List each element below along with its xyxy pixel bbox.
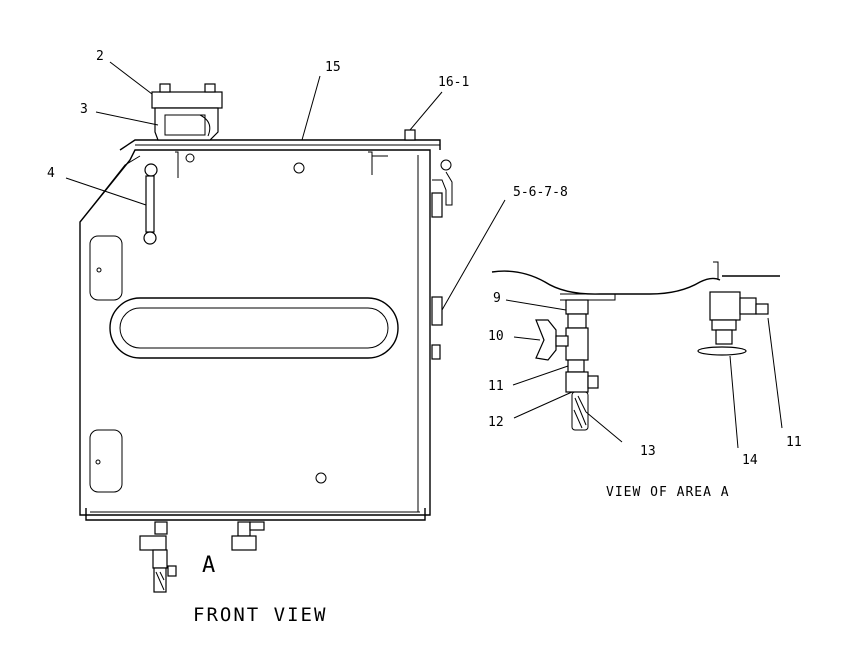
tank-body <box>79 149 453 521</box>
drain-valve-assembly <box>139 521 265 593</box>
callout-9: 9 <box>493 291 501 306</box>
front-leaders <box>65 61 506 311</box>
callout-5-6-7-8: 5-6-7-8 <box>513 185 568 200</box>
sight-gauge <box>143 163 158 245</box>
callout-11-right: 11 <box>786 435 802 450</box>
callout-12: 12 <box>488 415 504 430</box>
top-cover-plate <box>119 129 441 178</box>
area-a-marker: A <box>202 553 215 578</box>
callout-2: 2 <box>96 49 104 64</box>
detail-view-caption: VIEW OF AREA A <box>606 485 730 500</box>
front-view-title: FRONT VIEW <box>193 604 327 626</box>
filler-cap-assembly <box>151 83 223 141</box>
callout-10: 10 <box>488 329 504 344</box>
callout-4: 4 <box>47 166 55 181</box>
callout-14: 14 <box>742 453 758 468</box>
detail-leaders <box>505 299 783 449</box>
detail-fuel-valve <box>697 291 769 356</box>
callout-3: 3 <box>80 102 88 117</box>
callout-labels: 2 3 4 15 16-1 5-6-7-8 9 10 11 12 13 14 1… <box>47 49 802 468</box>
callout-13: 13 <box>640 444 656 459</box>
callout-11-left: 11 <box>488 379 504 394</box>
callout-16-1: 16-1 <box>438 75 469 90</box>
detail-drain-assembly <box>535 299 599 431</box>
callout-15: 15 <box>325 60 341 75</box>
